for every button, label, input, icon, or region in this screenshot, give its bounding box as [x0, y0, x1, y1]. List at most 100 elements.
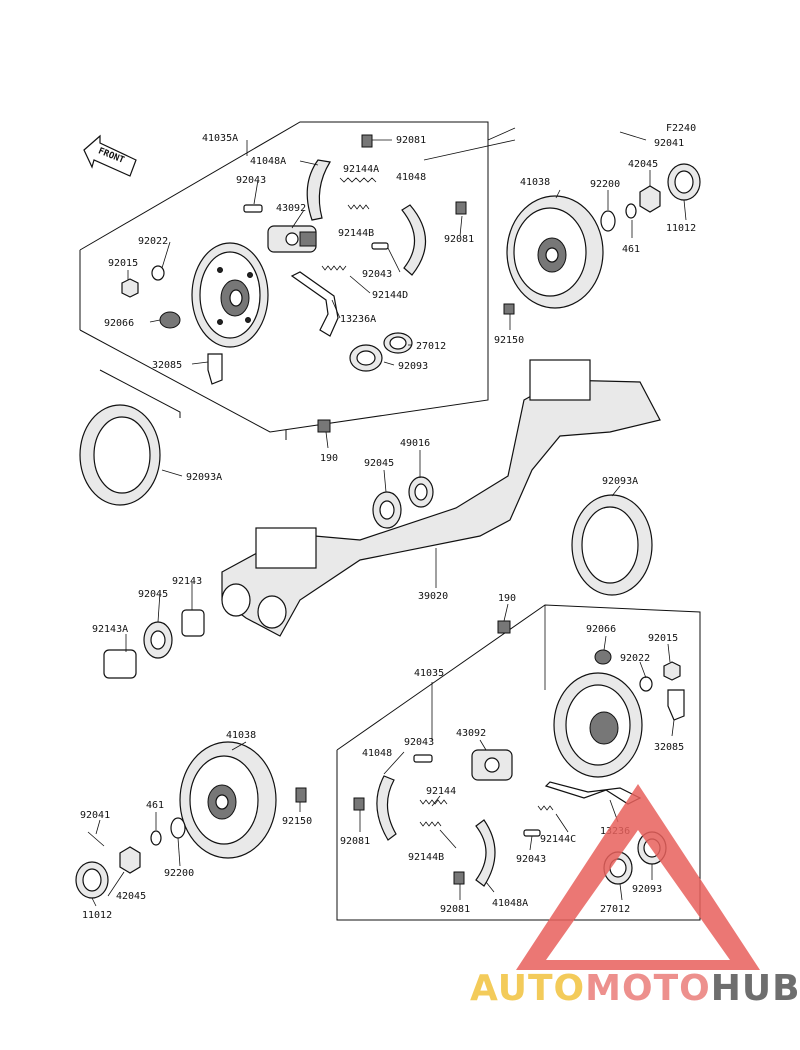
label-92041: 92041: [654, 138, 684, 149]
label-49016: 49016: [400, 438, 430, 449]
label-92041: 92041: [80, 810, 110, 821]
upper-cotter-pin-92041: [619, 131, 647, 141]
upper-cap-11012: [667, 163, 701, 201]
diagram-code: F2240: [666, 123, 696, 134]
label-92200: 92200: [164, 868, 194, 879]
upper-snap-ring-461: [625, 203, 637, 219]
lower-washer-92200: [170, 817, 186, 839]
upper-brake-assembly-frame: [79, 121, 516, 440]
upper-spring-b: [347, 204, 370, 210]
label-43092: 43092: [276, 203, 306, 214]
label-92081: 92081: [396, 135, 426, 146]
label-27012: 27012: [416, 341, 446, 352]
label-461: 461: [622, 244, 640, 255]
upper-washer-92200: [600, 210, 616, 232]
lower-nut-92015: [663, 661, 681, 681]
label-41035A: 41035A: [202, 133, 238, 144]
upper-clip-92081: [361, 134, 467, 215]
label-92043: 92043: [404, 737, 434, 748]
label-92093: 92093: [398, 361, 428, 372]
label-92143A: 92143A: [92, 624, 128, 635]
logo-text-part-2: MOTO: [585, 968, 711, 1009]
label-92043: 92043: [236, 175, 266, 186]
upper-wheel-cylinder: [267, 225, 317, 253]
bearing-92045-left: [143, 621, 173, 659]
bearing-92045: [372, 491, 402, 529]
upper-nut-92015: [121, 278, 139, 298]
upper-seal-92093: [349, 344, 383, 372]
lower-cap-11012: [75, 861, 109, 899]
upper-cap-92066: [159, 311, 181, 329]
label-92144: 92144: [426, 786, 456, 797]
lower-spring-92144B: [419, 821, 442, 827]
label-92144B: 92144B: [338, 228, 374, 239]
upper-washer-92022: [151, 265, 165, 281]
label-92043: 92043: [362, 269, 392, 280]
lower-brake-shoe-41048A: [475, 819, 496, 887]
lower-bracket-32085: [667, 689, 685, 721]
lower-bolt-92150: [295, 787, 307, 803]
label-92144D: 92144D: [372, 290, 408, 301]
label-39020: 39020: [418, 591, 448, 602]
label-41048A: 41048A: [492, 898, 528, 909]
upper-spring-d: [321, 265, 347, 271]
label-92143: 92143: [172, 576, 202, 587]
lower-lever-13236: [544, 781, 642, 805]
seal-49016: [408, 476, 434, 508]
lower-washer-92022: [639, 676, 653, 692]
lower-snap-ring-461: [150, 830, 162, 846]
logo-triangle-icon: [516, 784, 760, 970]
right-drum-seal-92093A: [571, 494, 653, 596]
label-41038: 41038: [226, 730, 256, 741]
bushing-92143: [181, 609, 205, 637]
label-92022: 92022: [138, 236, 168, 247]
upper-brake-panel: [191, 242, 269, 348]
upper-bracket-32085: [207, 353, 223, 385]
label-41048: 41048: [362, 748, 392, 759]
label-92093A: 92093A: [602, 476, 638, 487]
logo-text: AUTOMOTOHUB: [470, 968, 800, 1009]
lower-wheel-cylinder: [471, 749, 513, 781]
label-190: 190: [320, 453, 338, 464]
bushing-92143A: [103, 649, 137, 679]
label-41035: 41035: [414, 668, 444, 679]
leader-lines: [91, 139, 687, 907]
front-arrow-icon: FRONT: [83, 134, 137, 177]
label-92015: 92015: [648, 633, 678, 644]
label-92081: 92081: [444, 234, 474, 245]
upper-brake-shoe-a: [306, 159, 331, 221]
lower-pin-92043: [413, 754, 541, 837]
lower-spring-92144C: [537, 805, 554, 811]
label-42045: 42045: [628, 159, 658, 170]
left-drum-seal-92093A: [79, 404, 161, 506]
label-92081: 92081: [340, 836, 370, 847]
logo-text-part-3: HUB: [711, 968, 800, 1009]
lower-brake-drum: [179, 741, 277, 859]
label-92144C: 92144C: [540, 834, 576, 845]
label-43092: 43092: [456, 728, 486, 739]
upper-seal-27012: [383, 332, 413, 354]
label-41048: 41048: [396, 172, 426, 183]
label-11012: 11012: [666, 223, 696, 234]
label-92150: 92150: [282, 816, 312, 827]
lower-brake-panel: [553, 672, 643, 778]
part-labels: F2240 41035A 92081 41048A 92144A 41048 9…: [80, 123, 696, 921]
label-42045: 42045: [116, 891, 146, 902]
label-92015: 92015: [108, 258, 138, 269]
lower-bolt-190: [497, 620, 511, 634]
label-92150: 92150: [494, 335, 524, 346]
upper-lever-13236A: [290, 271, 339, 337]
upper-castle-nut-42045: [639, 185, 661, 213]
label-41038: 41038: [520, 177, 550, 188]
lower-clip-92081: [353, 797, 465, 885]
lower-brake-shoe-41048: [376, 775, 397, 841]
axle-housing: [221, 359, 661, 637]
lower-spring-92144: [419, 799, 448, 805]
label-13236A: 13236A: [340, 314, 376, 325]
label-92066: 92066: [104, 318, 134, 329]
logo-text-part-1: AUTO: [470, 968, 585, 1009]
upper-pin-bolt: [243, 204, 389, 250]
label-27012: 27012: [600, 904, 630, 915]
